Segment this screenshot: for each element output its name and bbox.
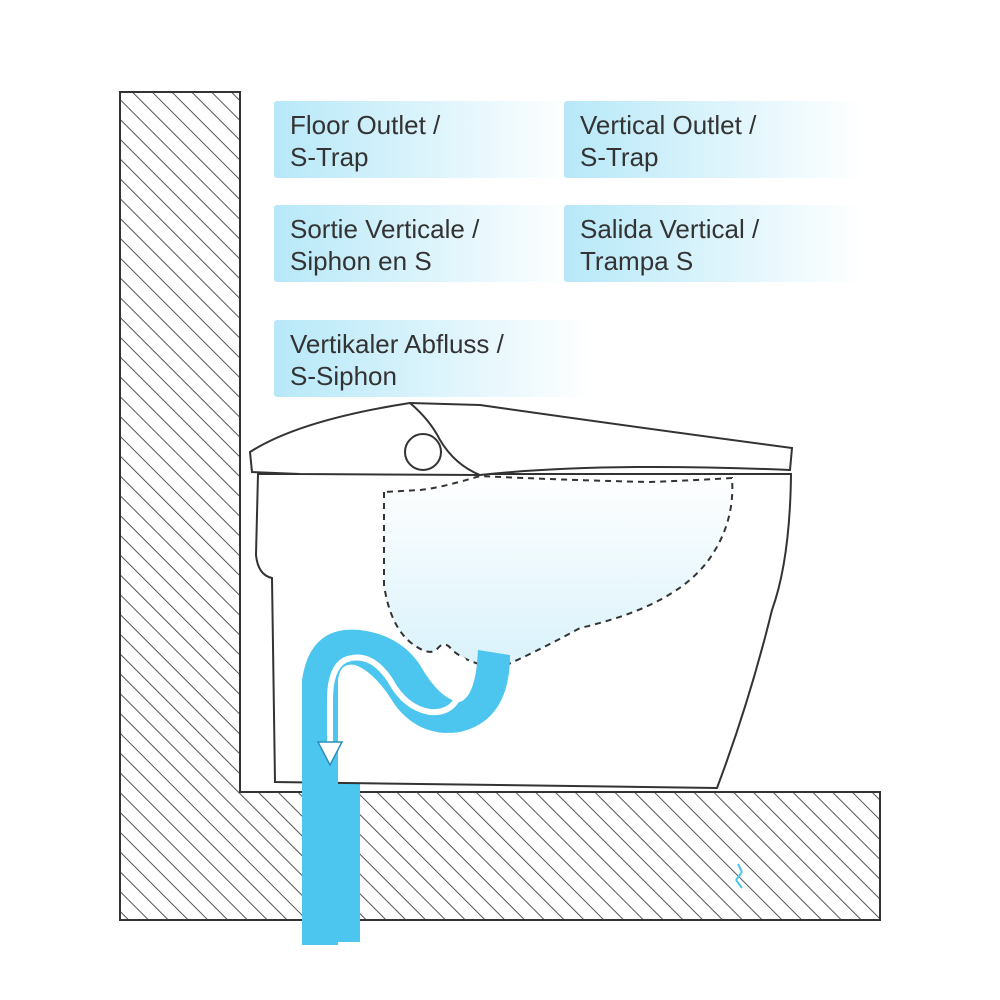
label-en-alt: Vertical Outlet / S-Trap bbox=[564, 101, 864, 178]
label-en-line2: S-Trap bbox=[290, 142, 369, 172]
wall-section bbox=[119, 91, 881, 921]
label-fr-line1: Sortie Verticale / bbox=[290, 214, 480, 244]
toilet-lid bbox=[248, 401, 794, 477]
label-de-line2: S-Siphon bbox=[290, 361, 397, 391]
label-en-alt-line1: Vertical Outlet / bbox=[580, 110, 757, 140]
sparkle-icon bbox=[735, 863, 743, 889]
label-es: Salida Vertical / Trampa S bbox=[564, 205, 864, 282]
flow-arrowhead-icon bbox=[316, 741, 344, 767]
label-fr-line2: Siphon en S bbox=[290, 246, 432, 276]
label-es-line2: Trampa S bbox=[580, 246, 694, 276]
label-en: Floor Outlet / S-Trap bbox=[274, 101, 574, 178]
bowl-outline bbox=[383, 474, 734, 670]
lid-seam bbox=[409, 402, 481, 476]
button-icon bbox=[404, 433, 442, 471]
label-de: Vertikaler Abfluss / S-Siphon bbox=[274, 320, 594, 397]
label-fr: Sortie Verticale / Siphon en S bbox=[274, 205, 574, 282]
label-es-line1: Salida Vertical / bbox=[580, 214, 760, 244]
label-en-line1: Floor Outlet / bbox=[290, 110, 441, 140]
flow-arrow-icon bbox=[327, 654, 467, 748]
label-en-alt-line2: S-Trap bbox=[580, 142, 659, 172]
s-trap-pipe bbox=[302, 629, 510, 945]
label-de-line1: Vertikaler Abfluss / bbox=[290, 329, 504, 359]
